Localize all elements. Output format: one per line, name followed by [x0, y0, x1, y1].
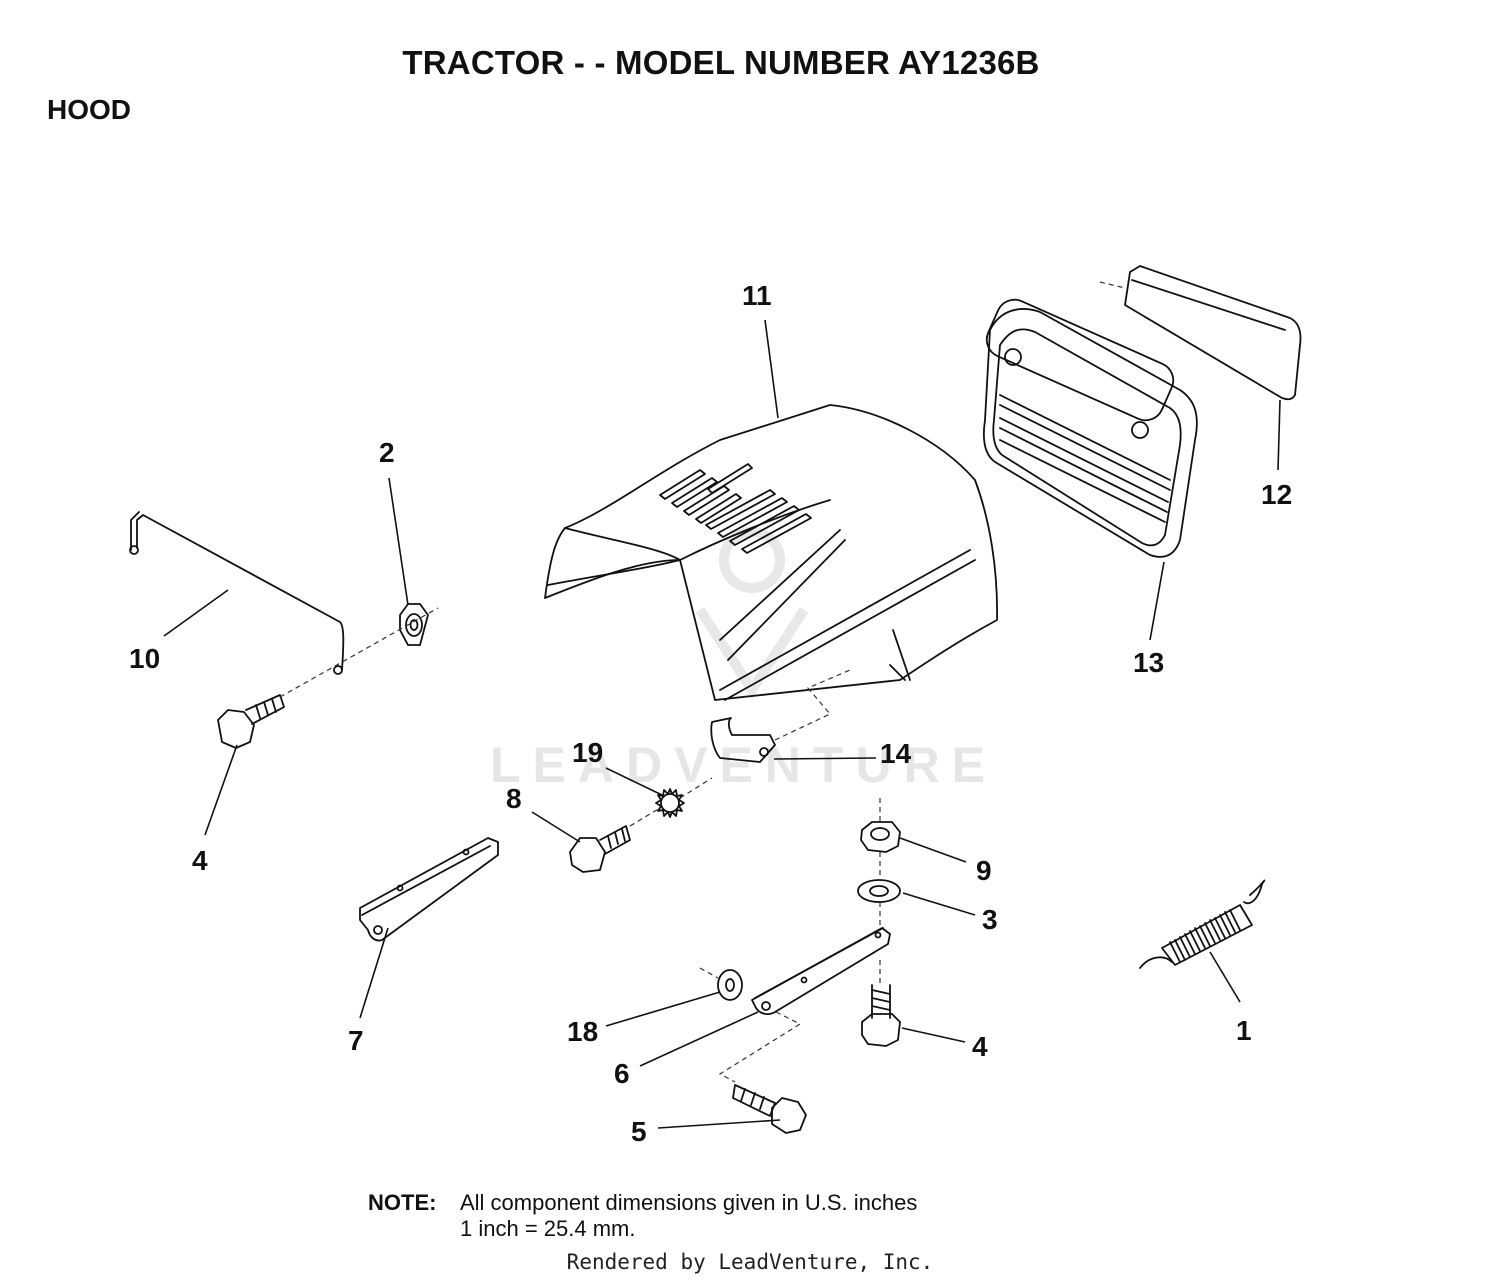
callout-13: 13: [1133, 647, 1164, 678]
callout-11: 11: [742, 280, 772, 311]
section-title: HOOD: [47, 94, 131, 125]
bolt-part-upper: [217, 694, 285, 749]
star-washer-part: [655, 788, 685, 818]
callout-4-upper: 4: [192, 845, 208, 876]
note-line-1: All component dimensions given in U.S. i…: [460, 1190, 918, 1215]
bolt-part-5: [732, 1084, 807, 1134]
watermark-logo: [695, 527, 809, 700]
nut-part-9: [860, 821, 901, 853]
washer-part-18: [717, 969, 743, 1001]
screw-part: [569, 825, 631, 873]
dimension-note: NOTE: All component dimensions given in …: [368, 1190, 917, 1241]
page-title: TRACTOR - - MODEL NUMBER AY1236B: [402, 44, 1040, 81]
hood-part: [544, 404, 998, 701]
grille-part: [982, 298, 1198, 558]
callout-3: 3: [982, 904, 998, 935]
callout-18: 18: [567, 1016, 598, 1047]
rod-part: [129, 511, 345, 675]
bracket-part-7: [359, 837, 499, 942]
note-text: All component dimensions given in U.S. i…: [460, 1190, 917, 1242]
footer-credit: Rendered by LeadVenture, Inc.: [566, 1250, 934, 1274]
callout-6: 6: [614, 1058, 630, 1089]
clip-part: [710, 717, 776, 763]
callout-12: 12: [1261, 479, 1292, 510]
callout-5: 5: [631, 1116, 647, 1147]
note-label: NOTE:: [368, 1190, 437, 1215]
bolt-part-lower: [861, 984, 901, 1047]
callout-19: 19: [572, 737, 603, 768]
callout-7: 7: [348, 1025, 364, 1056]
nut-part: [399, 603, 429, 646]
callout-9: 9: [976, 855, 992, 886]
callout-1: 1: [1236, 1015, 1252, 1046]
washer-part-3: [857, 879, 901, 903]
leader-lines: [163, 319, 1281, 1129]
callout-10: 10: [129, 643, 160, 674]
callout-14: 14: [880, 738, 912, 769]
callout-8: 8: [506, 783, 522, 814]
spring-part: [1139, 879, 1266, 969]
grille-insert-part: [1124, 265, 1302, 401]
callout-2: 2: [379, 437, 395, 468]
bracket-part-6: [751, 927, 891, 1015]
note-line-2: 1 inch = 25.4 mm.: [460, 1216, 636, 1241]
watermark: LEADVENTURE: [490, 737, 997, 793]
callout-4-lower: 4: [972, 1031, 988, 1062]
assembly-lines: [279, 281, 1126, 1083]
